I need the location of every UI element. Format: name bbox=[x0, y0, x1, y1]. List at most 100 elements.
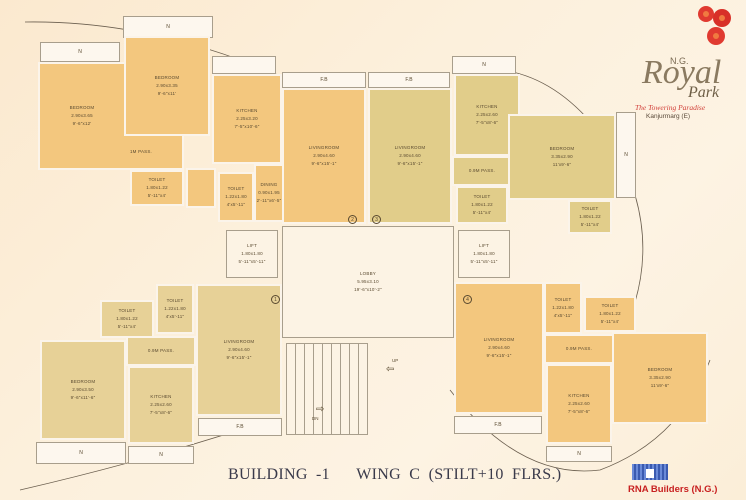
room-name: LIVINGROOM bbox=[308, 145, 340, 150]
room-size-metric: 2.90x4.60 bbox=[228, 347, 250, 352]
north-label: N bbox=[482, 62, 486, 68]
room-size-metric: 2.25x3.20 bbox=[236, 116, 258, 121]
balcony-north-5: N bbox=[36, 442, 126, 464]
room-size-imperial: 9'-6"x11' bbox=[157, 91, 177, 96]
room-size-metric: 2.25x2.60 bbox=[150, 402, 172, 407]
room-size-imperial: 5'-11"x4' bbox=[472, 210, 492, 215]
room-size-metric: 2.90x4.60 bbox=[488, 345, 510, 350]
room-size-metric: 2.25x2.60 bbox=[476, 112, 498, 117]
room-size-imperial: 5'-11"x5'-11" bbox=[238, 259, 266, 264]
flat-number-4: 4 bbox=[463, 295, 472, 304]
bedroom-flat-3: BEDROOM 3.35x2.90 11'x9'-6" bbox=[508, 114, 616, 200]
room-name: TOILET bbox=[227, 186, 245, 191]
toilet-flat-4b: TOILET 1.80x1.22 5'-11"x4' bbox=[584, 296, 636, 332]
room-name: LIVINGROOM bbox=[483, 337, 515, 342]
passage-label: 0.9M PASS. bbox=[565, 346, 593, 351]
room-size-metric: 1.80x1.80 bbox=[241, 251, 263, 256]
room-size-imperial: 7'-5"x8'-6" bbox=[149, 410, 173, 415]
room-size-imperial: 9'-6"x12' bbox=[72, 121, 92, 126]
passage-label: 1M PASS. bbox=[129, 149, 153, 154]
flower-bed-2: F.B bbox=[282, 72, 366, 88]
down-label: DN bbox=[312, 416, 319, 421]
balcony-north-7: N bbox=[546, 446, 612, 462]
toilet-flat-2a: TOILET 1.80x1.22 5'-11"x4' bbox=[130, 170, 184, 206]
livingroom-flat-2: LIVINGROOM 2.90x4.60 9'-6"x15'-1" bbox=[282, 88, 366, 224]
room-size-metric: 1.22x1.80 bbox=[164, 306, 186, 311]
flat-number-2: 2 bbox=[348, 215, 357, 224]
room-size-metric: 1.80x1.22 bbox=[146, 185, 168, 190]
north-label: N bbox=[78, 49, 82, 55]
project-logo: Royal N.G. Park The Towering Paradise Ka… bbox=[632, 6, 732, 120]
kitchen-flat-2: KITCHEN 2.25x3.20 7'-5"x10'-6" bbox=[212, 74, 282, 164]
passage-label: 0.9M PASS. bbox=[468, 168, 496, 173]
wing-label: WING C (STILT+10 FLRS.) bbox=[356, 466, 562, 483]
north-label: N bbox=[624, 152, 628, 158]
brand-royal: Royal bbox=[642, 54, 722, 91]
room-size-metric: 2.25x2.60 bbox=[568, 401, 590, 406]
toilet-flat-2b: TOILET 1.22x1.80 4'x5'-11" bbox=[218, 172, 254, 222]
plan-title: BUILDING -1 WING C (STILT+10 FLRS.) bbox=[228, 466, 561, 484]
room-size-metric: 1.80x1.22 bbox=[116, 316, 138, 321]
room-name: BEDROOM bbox=[70, 379, 96, 384]
room-size-metric: 1.80x1.22 bbox=[471, 202, 493, 207]
room-size-imperial: 9'-6"x15'-1" bbox=[397, 161, 423, 166]
balcony-north-3: N bbox=[452, 56, 516, 74]
room-name: LIVINGROOM bbox=[394, 145, 426, 150]
room-size-imperial: 9'-6"x15'-1" bbox=[486, 353, 512, 358]
room-name: TOILET bbox=[601, 303, 619, 308]
livingroom-flat-4: LIVINGROOM 2.90x4.60 9'-6"x15'-1" bbox=[454, 282, 544, 414]
room-size-metric: 1.80x1.80 bbox=[473, 251, 495, 256]
fb-label: F.B bbox=[405, 77, 413, 83]
flower-icon bbox=[698, 6, 731, 45]
toilet-flat-1a: TOILET 1.80x1.22 5'-11"x4' bbox=[100, 300, 154, 338]
room-size-metric: 2.90x4.60 bbox=[313, 153, 335, 158]
room-name: KITCHEN bbox=[236, 108, 258, 113]
room-name: TOILET bbox=[118, 308, 136, 313]
room-size-imperial: 5'-11"x4' bbox=[580, 222, 600, 227]
builder-logo-icon bbox=[632, 464, 668, 480]
staircase bbox=[286, 343, 368, 435]
brand-prefix: N.G. bbox=[670, 56, 689, 66]
room-size-imperial: 5'-11"x4' bbox=[117, 324, 137, 329]
room-name: TOILET bbox=[554, 297, 572, 302]
room-name: TOILET bbox=[581, 206, 599, 211]
balcony-north-1: N bbox=[40, 42, 120, 62]
up-label: UP bbox=[392, 358, 399, 363]
room-size-imperial: 7'-5"x8'-6" bbox=[567, 409, 591, 414]
passage-flat-1: 0.9M PASS. bbox=[126, 336, 196, 366]
bedroom-2: BEDROOM 2.90x3.35 9'-6"x11' bbox=[124, 36, 210, 136]
room-size-imperial: 2'-11"x6'-5" bbox=[256, 198, 282, 203]
toilet-flat-3b: TOILET 1.80x1.22 5'-11"x4' bbox=[568, 200, 612, 234]
north-label: N bbox=[166, 24, 170, 30]
up-arrow-icon: ⇦ bbox=[386, 364, 395, 375]
north-label: N bbox=[159, 452, 163, 458]
room-name: TOILET bbox=[166, 298, 184, 303]
flat-number-3: 3 bbox=[372, 215, 381, 224]
building-label: BUILDING -1 bbox=[228, 466, 330, 483]
passage-nook bbox=[186, 168, 216, 208]
fb-label: F.B bbox=[320, 77, 328, 83]
toilet-flat-4a: TOILET 1.22x1.80 4'x5'-11" bbox=[544, 282, 582, 334]
room-size-metric: 2.90x4.60 bbox=[399, 153, 421, 158]
room-size-metric: 2.90x3.35 bbox=[156, 83, 178, 88]
down-arrow-icon: ⇨ bbox=[316, 404, 325, 415]
room-size-imperial: 7'-5"x10'-6" bbox=[234, 124, 260, 129]
bedroom-flat-4: BEDROOM 3.35x2.90 11'x9'-6" bbox=[612, 332, 708, 424]
lift-left: LIFT 1.80x1.80 5'-11"x5'-11" bbox=[226, 230, 278, 278]
passage-1m: 1M PASS. bbox=[38, 136, 184, 170]
room-size-imperial: 9'-6"x15'-1" bbox=[226, 355, 252, 360]
room-name: KITCHEN bbox=[476, 104, 498, 109]
room-name: BEDROOM bbox=[154, 75, 180, 80]
room-size-metric: 1.22x1.80 bbox=[225, 194, 247, 199]
fb-label: F.B bbox=[494, 422, 502, 428]
room-size-imperial: 4'x5'-11" bbox=[553, 313, 573, 318]
balcony-north-4: N bbox=[616, 112, 636, 198]
brand-park: Park bbox=[688, 84, 720, 101]
north-label: N bbox=[79, 450, 83, 456]
livingroom-flat-3: LIVINGROOM 2.90x4.60 9'-6"x15'-1" bbox=[368, 88, 452, 224]
room-name: LOBBY bbox=[359, 271, 376, 276]
room-size-metric: 3.35x2.90 bbox=[649, 375, 671, 380]
toilet-flat-3a: TOILET 1.80x1.22 5'-11"x4' bbox=[456, 186, 508, 224]
fb-label: F.B bbox=[236, 424, 244, 430]
room-size-imperial: 9'-6"x15'-1" bbox=[311, 161, 337, 166]
